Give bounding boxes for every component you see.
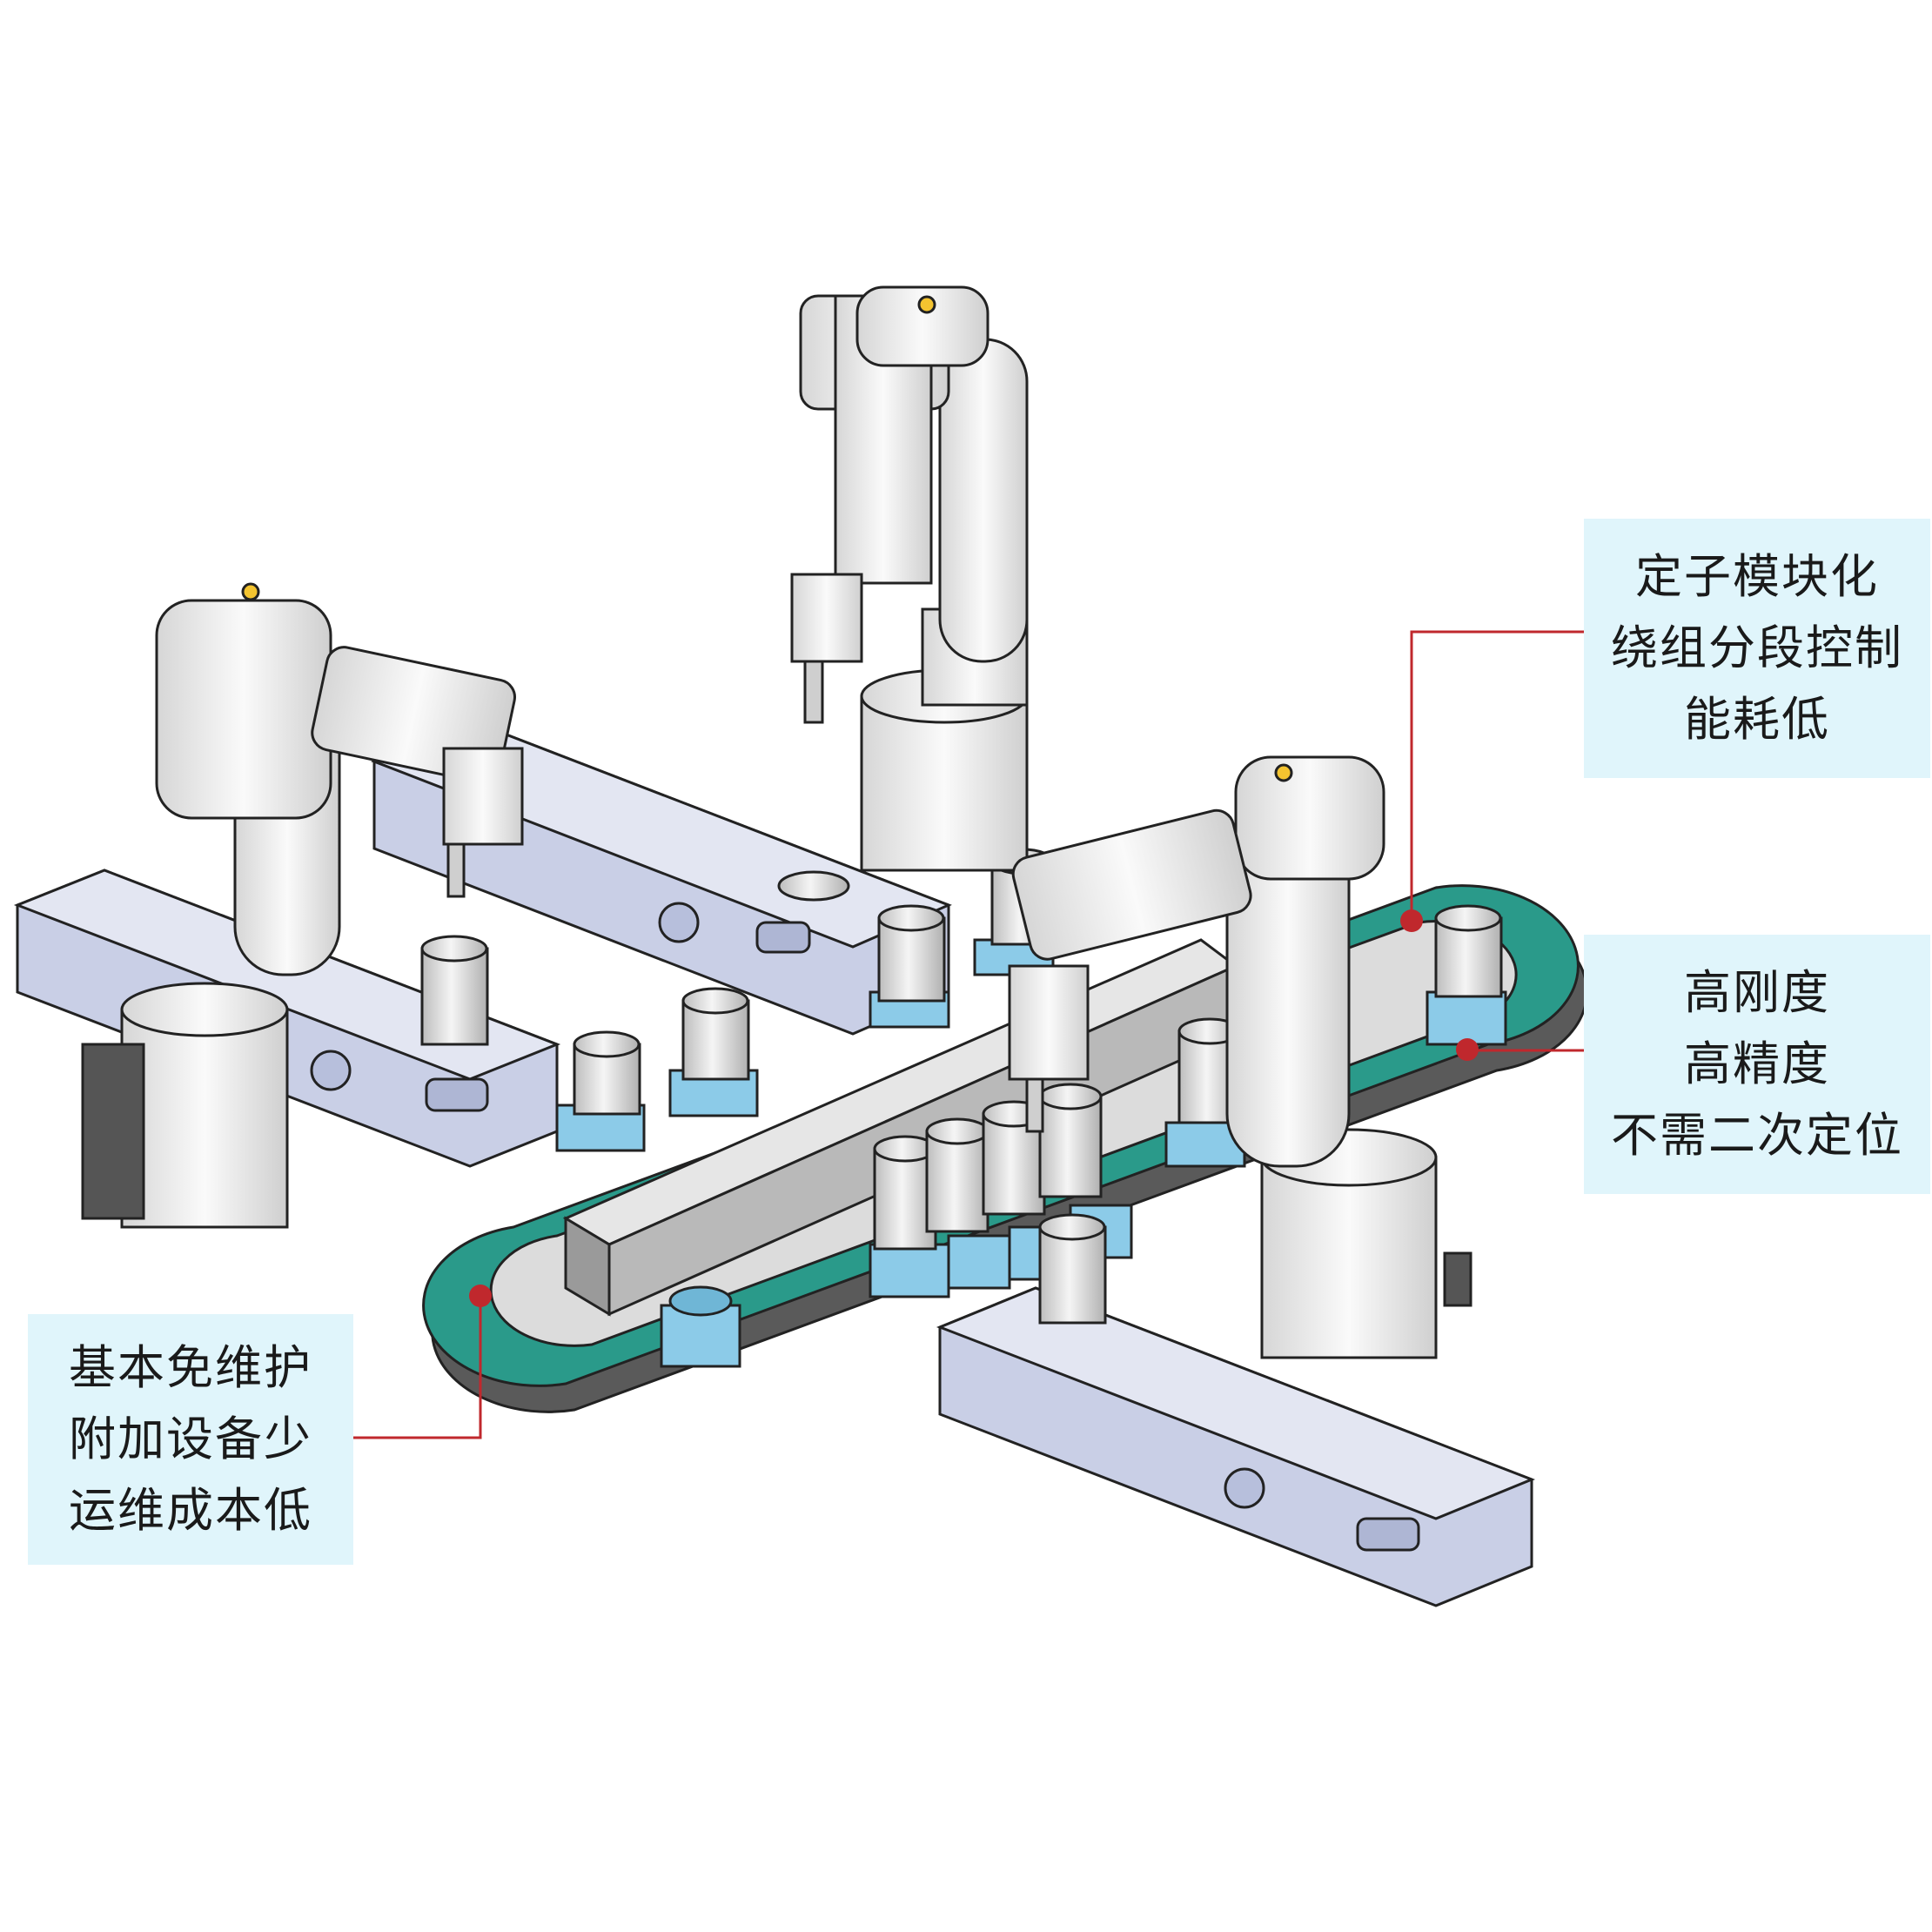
callout-left-line-2: 附加设备少 [69,1412,312,1466]
callout-high-precision: 高刚度 高精度 不需二次定位 [1584,935,1930,1194]
callout-middle-line-3: 不需二次定位 [1611,1108,1903,1163]
leader-dot-left [469,1285,492,1307]
cylinder-parts [420,848,1503,1325]
callout-top-line-3: 能耗低 [1684,692,1830,747]
callout-low-maintenance: 基本免维护 附加设备少 运维成本低 [28,1314,353,1565]
callout-top-line-2: 绕组分段控制 [1611,621,1903,675]
robot-arm-right [1008,755,1472,1359]
robot-arm-left [81,582,524,1229]
leader-dot-middle [1456,1038,1479,1061]
conveyor-lower-right [936,1286,1536,1607]
leader-line-top [1410,630,1584,919]
callout-left-line-1: 基本免维护 [69,1340,312,1395]
callout-top-line-1: 定子模块化 [1635,549,1879,604]
leader-dot-top [1400,909,1423,932]
callout-stator-modular: 定子模块化 绕组分段控制 能耗低 [1584,519,1930,778]
leader-line-left [353,1298,482,1439]
callout-middle-line-2: 高精度 [1684,1036,1830,1091]
callout-middle-line-1: 高刚度 [1684,965,1830,1020]
callout-left-line-3: 运维成本低 [69,1483,312,1538]
robot-arm-back [790,285,1029,872]
